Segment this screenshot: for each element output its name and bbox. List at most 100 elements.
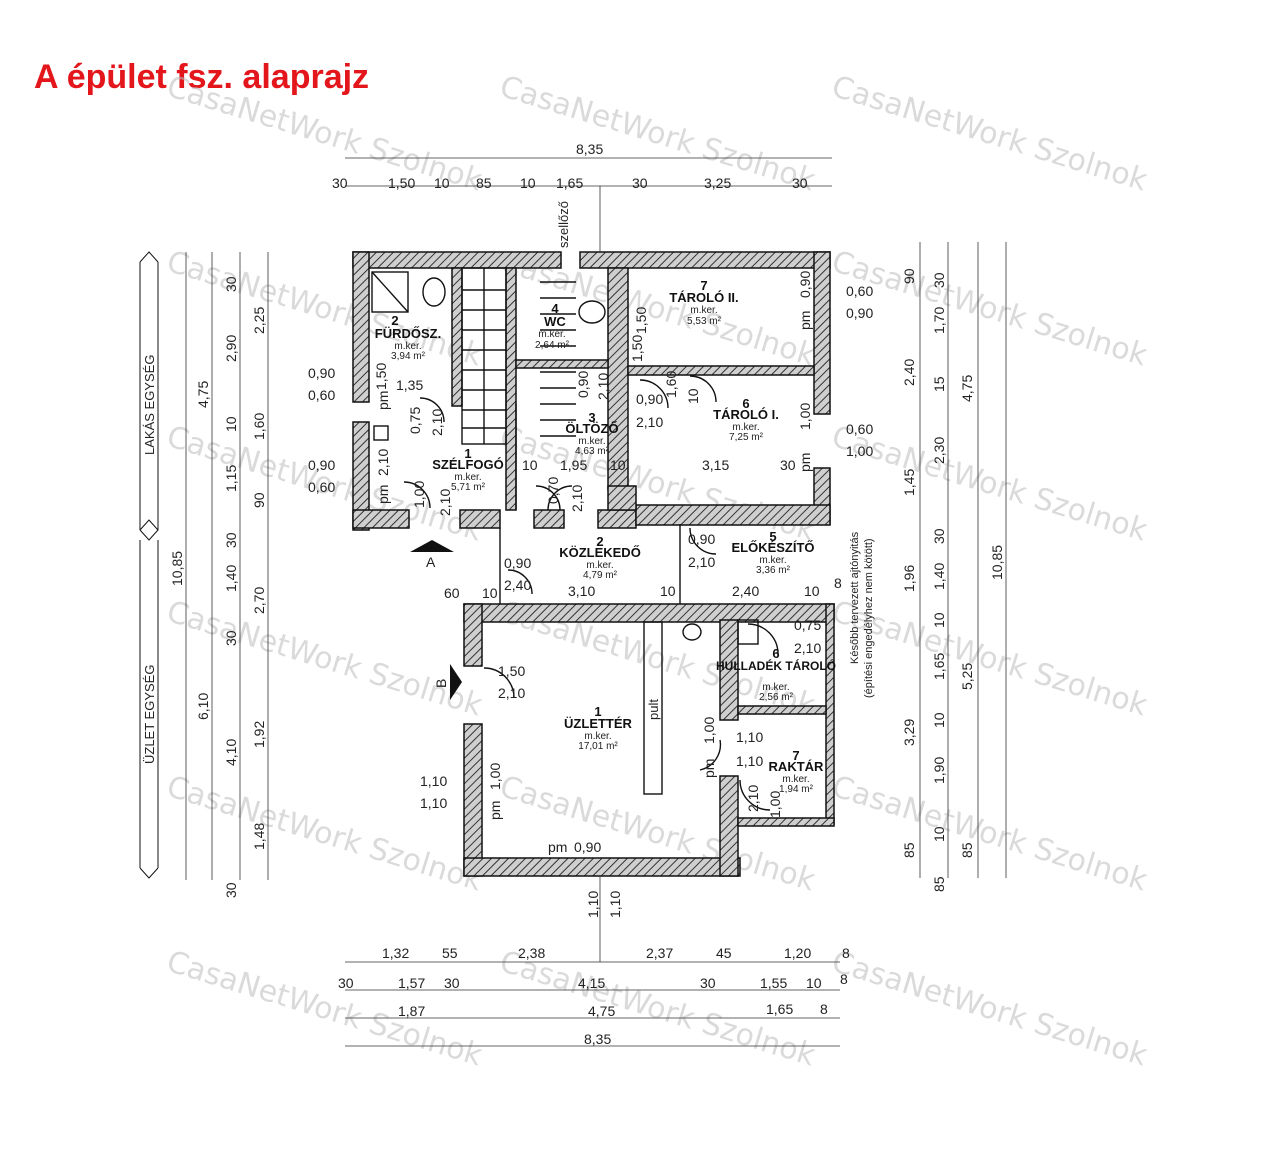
room-number: 2 <box>391 313 398 328</box>
pm-label: pm <box>548 839 567 855</box>
opening-dim: 10 <box>804 583 820 599</box>
dim-label: 85 <box>959 842 975 858</box>
dim-label: 1,60 <box>251 413 267 440</box>
dimension-lines <box>185 157 1007 1047</box>
opening-dim: 2,10 <box>595 373 611 400</box>
opening-dim: 8 <box>834 575 842 591</box>
dim-label: 30 <box>931 272 947 288</box>
dim-label: 2,25 <box>251 307 267 334</box>
opening-dim: 10 <box>685 388 701 404</box>
dim-label: 8 <box>840 971 848 987</box>
dim-label: 45 <box>716 945 732 961</box>
dim-label: 2,90 <box>223 335 239 362</box>
opening-dim: 0,90 <box>504 555 531 571</box>
dim-label: 1,65 <box>931 653 947 680</box>
dim-label: 2,70 <box>251 587 267 614</box>
opening-dim: 0,90 <box>575 371 591 398</box>
dim-label: 4,75 <box>588 1003 615 1019</box>
dim-label: 30 <box>792 175 808 191</box>
wall <box>607 485 637 511</box>
room-area: 2,64 m² <box>535 340 570 351</box>
opening-dim: 1,00 <box>701 717 717 744</box>
opening-dim: 0,75 <box>794 617 821 633</box>
opening-dim: 1,00 <box>767 791 783 818</box>
room-number: 6 <box>742 396 749 411</box>
opening-dim: 0,90 <box>636 391 663 407</box>
room-kind: m.ker. <box>454 472 481 483</box>
wall <box>352 421 370 531</box>
opening-dim: 2,40 <box>732 583 759 599</box>
opening-dim: 1,00 <box>846 443 873 459</box>
room-name: ÖLTÖZŐ <box>565 421 618 436</box>
opening-dim: 1,95 <box>560 457 587 473</box>
entrance-b-label: B <box>433 679 449 688</box>
dim-label: 3,25 <box>704 175 731 191</box>
entrance-arrow-a <box>410 540 454 552</box>
dim-label: 1,55 <box>760 975 787 991</box>
opening-dim: 0,90 <box>308 457 335 473</box>
room-kind: m.ker. <box>394 341 421 352</box>
dim-label: 30 <box>700 975 716 991</box>
dim-label: 1,87 <box>398 1003 425 1019</box>
room-area: 5,53 m² <box>687 316 722 327</box>
opening-dim: 1,10 <box>420 773 447 789</box>
dim-label: 30 <box>632 175 648 191</box>
room-area: 3,36 m² <box>756 565 791 576</box>
wall <box>737 705 827 715</box>
wall <box>635 504 831 526</box>
counter-label: pult <box>646 699 661 720</box>
watermark: CasaNetWork Szolnok <box>828 769 1152 898</box>
room-kind: m.ker. <box>759 555 786 566</box>
opening-dim: 1,50 <box>373 363 389 390</box>
unit-label-uzlet: ÜZLET EGYSÉG <box>142 665 157 764</box>
wall <box>825 603 835 825</box>
dim-label: 4,75 <box>959 375 975 402</box>
room-number: 1 <box>594 704 601 719</box>
room-name: KÖZLEKEDŐ <box>559 545 641 560</box>
opening-dim: 0,70 <box>545 477 561 504</box>
watermark: CasaNetWork Szolnok <box>828 594 1152 723</box>
opening-dim: 0,90 <box>846 305 873 321</box>
dimension-text: 8,35 30 1,50 10 85 10 1,65 30 3,25 30 1,… <box>169 141 1005 1047</box>
watermark: CasaNetWork Szolnok <box>163 594 487 723</box>
wall <box>627 365 815 376</box>
opening-dim: 0,90 <box>797 271 813 298</box>
room-name: SZÉLFOGÓ <box>432 457 504 472</box>
opening-dim: 1,50 <box>629 335 645 362</box>
dim-label: 85 <box>931 876 947 892</box>
room-kind: m.ker. <box>690 305 717 316</box>
dim-label: 2,38 <box>518 945 545 961</box>
room-name: HULLADÉK TÁROLÓ <box>716 658 836 673</box>
room-kind: m.ker. <box>762 682 789 693</box>
watermark: CasaNetWork Szolnok <box>496 769 820 898</box>
dim-label: 5,25 <box>959 663 975 690</box>
room-kind: m.ker. <box>732 422 759 433</box>
dim-label: 30 <box>223 276 239 292</box>
walls <box>352 251 835 877</box>
dim-label: 1,45 <box>901 469 917 496</box>
opening-dim: 1,10 <box>736 729 763 745</box>
opening-dim: 2,40 <box>504 577 531 593</box>
opening-dim: 3,10 <box>568 583 595 599</box>
opening-dim: 3,15 <box>702 457 729 473</box>
room-area: 4,63 m² <box>575 446 610 457</box>
wall <box>515 359 609 369</box>
opening-dim: 10 <box>522 457 538 473</box>
watermark: CasaNetWork Szolnok <box>828 419 1152 548</box>
wall <box>463 603 483 667</box>
room-name: TÁROLÓ II. <box>669 290 738 305</box>
dim-label: 1,57 <box>398 975 425 991</box>
room-area: 3,94 m² <box>391 351 426 362</box>
wall <box>579 251 831 269</box>
pm-label: pm <box>375 391 391 410</box>
dim-label: 8,35 <box>576 141 603 157</box>
room-area: 1,94 m² <box>779 784 814 795</box>
pm-label: pm <box>487 801 503 820</box>
dim-label: 4,75 <box>195 381 211 408</box>
dim-label: 15 <box>931 376 947 392</box>
dim-label: 1,50 <box>388 175 415 191</box>
opening-dim: 0,60 <box>308 479 335 495</box>
room-kind: m.ker. <box>578 436 605 447</box>
note-line-1: Később tervezett ajtónyitás <box>849 531 861 664</box>
dim-label: 1,90 <box>931 757 947 784</box>
